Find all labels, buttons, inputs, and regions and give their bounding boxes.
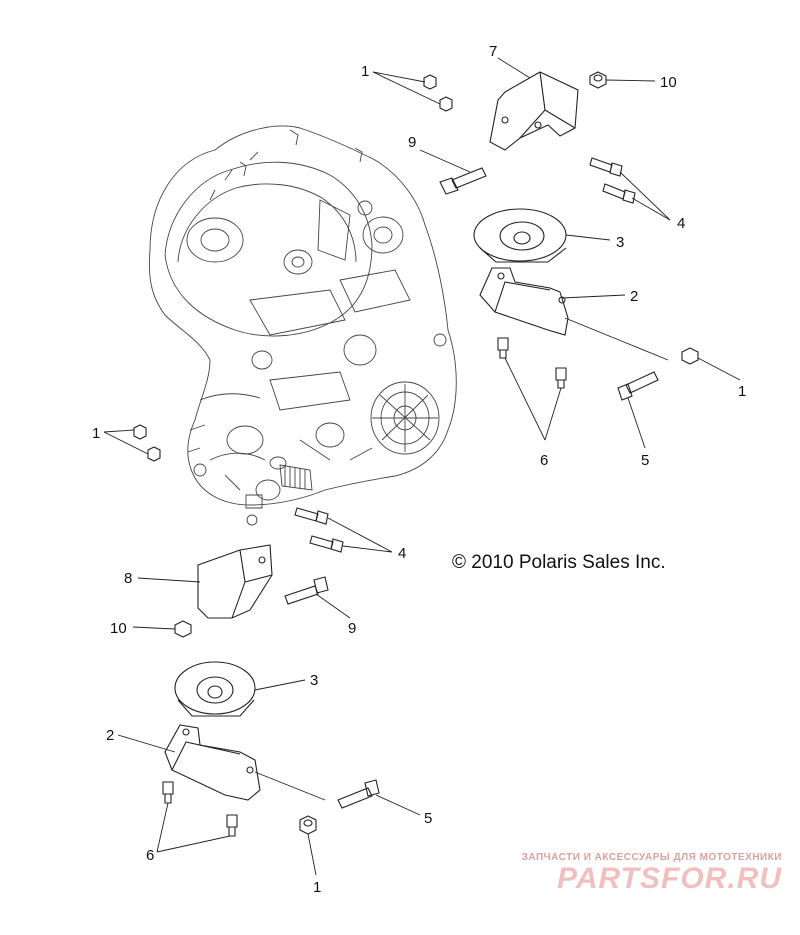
watermark-logo: PARTSFOR.RU — [557, 862, 782, 895]
isolator-3-upper — [473, 208, 567, 263]
bracket-2-lower — [164, 724, 261, 801]
callout-2: 2 — [106, 727, 114, 744]
bracket-2-upper — [479, 267, 569, 336]
bolt-5-upper — [617, 371, 659, 401]
callout-1: 1 — [361, 63, 369, 80]
callout-5: 5 — [424, 810, 432, 827]
callout-6: 6 — [146, 847, 154, 864]
callout-10: 10 — [110, 620, 127, 637]
watermark-tagline: ЗАПЧАСТИ И АКСЕССУАРЫ ДЛЯ МОТОТЕХНИКИ — [521, 852, 782, 863]
bolt-4-upper-b — [602, 183, 636, 204]
bolt-4-lower-a — [294, 507, 329, 525]
nut-1-upper-a — [423, 74, 437, 90]
bolt-9-lower — [284, 576, 329, 605]
callout-9: 9 — [348, 620, 356, 637]
stud-6-lower-b — [226, 814, 238, 837]
nut-1-right — [681, 347, 699, 365]
callout-10: 10 — [660, 74, 677, 91]
callout-2: 2 — [630, 288, 638, 305]
callout-7: 7 — [489, 43, 497, 60]
bracket-8 — [197, 544, 273, 619]
callout-6: 6 — [540, 452, 548, 469]
stud-6-upper-a — [497, 337, 509, 359]
nut-10-lower — [174, 620, 192, 638]
watermark: ЗАПЧАСТИ И АКСЕССУАРЫ ДЛЯ МОТОТЕХНИКИ PA… — [522, 852, 782, 895]
callout-4: 4 — [398, 545, 406, 562]
nut-1-left-a — [133, 424, 147, 440]
leader-lines — [103, 57, 741, 876]
callout-1: 1 — [313, 879, 321, 896]
bolt-5-lower — [337, 779, 380, 809]
callout-1: 1 — [738, 383, 746, 400]
callout-8: 8 — [124, 570, 132, 587]
stud-6-lower-a — [162, 781, 174, 804]
bolt-4-lower-b — [309, 535, 344, 553]
copyright-text: © 2010 Polaris Sales Inc. — [452, 552, 666, 573]
stud-6-upper-b — [555, 367, 567, 389]
nut-10-upper — [589, 71, 607, 89]
nut-1-bottom — [299, 815, 317, 835]
engine-illustration — [148, 125, 457, 526]
callout-3: 3 — [310, 672, 318, 689]
nut-1-left-b — [147, 446, 161, 462]
callout-1: 1 — [92, 425, 100, 442]
bolt-4-upper-a — [589, 157, 623, 177]
isolator-3-lower — [174, 661, 256, 717]
nut-1-upper-b — [439, 96, 453, 112]
bracket-7-upper — [489, 71, 579, 151]
bolt-9-upper — [439, 167, 487, 195]
callout-labels: 1 7 10 9 4 3 2 1 5 6 1 4 8 9 10 3 2 5 6 … — [92, 43, 746, 896]
callout-3: 3 — [616, 234, 624, 251]
callout-9: 9 — [408, 134, 416, 151]
callout-4: 4 — [677, 215, 685, 232]
callout-5: 5 — [641, 452, 649, 469]
